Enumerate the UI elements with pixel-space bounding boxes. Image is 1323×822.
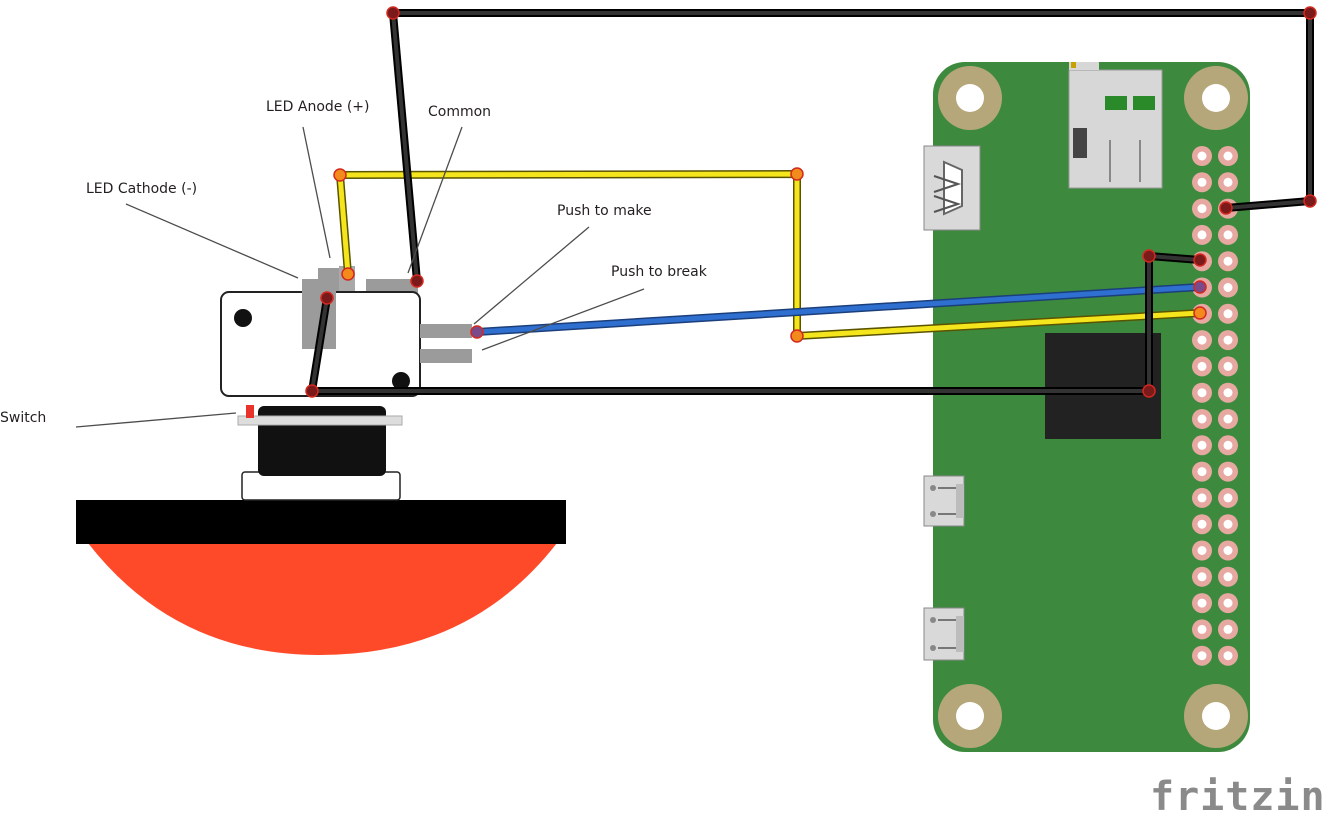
raspberry-pi-zero xyxy=(923,62,1250,752)
gpio-pin xyxy=(1218,356,1238,377)
gpio-pin xyxy=(1192,593,1212,614)
gpio-pin xyxy=(1192,619,1212,640)
gpio-pin xyxy=(1218,461,1238,482)
wire-endpoint xyxy=(341,267,355,281)
soc-chip xyxy=(1045,333,1161,439)
gpio-pin xyxy=(1192,172,1212,193)
gpio-pin xyxy=(1218,566,1238,587)
push-to-make-terminal xyxy=(420,324,472,338)
push-to-break-label: Push to break xyxy=(611,264,708,280)
gpio-pin xyxy=(1192,330,1212,351)
gpio-pin xyxy=(1192,409,1212,429)
leader-line xyxy=(302,126,331,259)
gpio-pin xyxy=(1192,487,1212,508)
wire-endpoint xyxy=(386,6,400,20)
leader-line xyxy=(125,203,299,279)
wire-endpoint xyxy=(1142,384,1156,398)
wire-endpoint xyxy=(1193,306,1207,320)
mount-hole-icon xyxy=(392,372,410,390)
common-label: Common xyxy=(428,104,491,120)
gpio-pin xyxy=(1218,593,1238,614)
gpio-pin xyxy=(1192,435,1212,456)
micro-usb-port xyxy=(923,607,965,661)
gpio-pin xyxy=(1192,514,1212,535)
gpio-pin xyxy=(1192,198,1212,219)
wire-endpoint xyxy=(790,167,804,181)
wire-endpoint xyxy=(470,325,484,339)
gpio-pin xyxy=(1192,461,1212,482)
gpio-pin xyxy=(1218,619,1238,640)
gpio-pin xyxy=(1218,487,1238,508)
wire-endpoint xyxy=(1303,194,1317,208)
gpio-pin xyxy=(1192,356,1212,377)
gpio-pin xyxy=(1218,224,1238,245)
wire-endpoints xyxy=(305,6,1317,398)
gpio-pin xyxy=(1218,435,1238,456)
wire-endpoint xyxy=(790,329,804,343)
gpio-pin xyxy=(1218,251,1238,272)
leader-line xyxy=(407,126,463,274)
wire-endpoint xyxy=(1219,201,1233,215)
gpio-pin xyxy=(1192,645,1212,666)
gpio-pin xyxy=(1218,303,1238,324)
gpio-pin xyxy=(1218,172,1238,193)
mini-hdmi-port xyxy=(923,145,981,231)
gpio-pin xyxy=(1192,540,1212,561)
fritzing-logo: fritzing xyxy=(1150,774,1323,820)
wire-endpoint xyxy=(305,384,319,398)
gpio-pin xyxy=(1218,277,1238,298)
button-plate xyxy=(237,415,403,426)
mount-hole-icon xyxy=(938,684,1002,748)
push-to-break-terminal xyxy=(420,349,472,363)
gpio-pin xyxy=(1192,566,1212,587)
callout-lines xyxy=(75,126,645,428)
wire-endpoint xyxy=(1193,253,1207,267)
gpio-pin xyxy=(1218,645,1238,666)
wire-endpoint xyxy=(320,291,334,305)
mount-hole-icon xyxy=(1184,684,1248,748)
gpio-pin xyxy=(1218,409,1238,429)
micro-usb-port xyxy=(923,475,965,527)
button-dome xyxy=(88,543,557,655)
led-anode-label: LED Anode (+) xyxy=(266,99,370,115)
gpio-pin xyxy=(1218,382,1238,403)
gpio-pin xyxy=(1218,146,1238,166)
wire-endpoint xyxy=(333,168,347,182)
button-bezel xyxy=(76,500,566,544)
gpio-pin xyxy=(1192,382,1212,403)
wire-endpoint xyxy=(410,274,424,288)
wire-endpoint xyxy=(1303,6,1317,20)
mount-hole-icon xyxy=(938,66,1002,130)
leader-line xyxy=(473,226,590,325)
sd-card-slot xyxy=(1068,62,1163,189)
leader-line xyxy=(481,288,645,351)
leader-line xyxy=(75,412,237,428)
switch-label: Switch xyxy=(0,410,46,426)
gpio-pin xyxy=(1218,514,1238,535)
mount-hole-icon xyxy=(234,309,252,327)
blue-wire xyxy=(473,283,1204,336)
gpio-pin xyxy=(1192,146,1212,166)
arcade-button xyxy=(76,405,566,655)
switch-actuator xyxy=(246,405,254,418)
gpio-header xyxy=(1192,146,1238,666)
microswitch xyxy=(220,266,472,397)
led-cathode-label: LED Cathode (-) xyxy=(86,181,197,197)
mount-hole-icon xyxy=(1184,66,1248,130)
push-to-make-label: Push to make xyxy=(557,203,652,219)
gpio-pin xyxy=(1218,330,1238,351)
button-collar xyxy=(241,471,401,501)
gpio-pin xyxy=(1218,540,1238,561)
wire-endpoint xyxy=(1142,249,1156,263)
wire-endpoint xyxy=(1193,280,1207,294)
gpio-pin xyxy=(1192,224,1212,245)
